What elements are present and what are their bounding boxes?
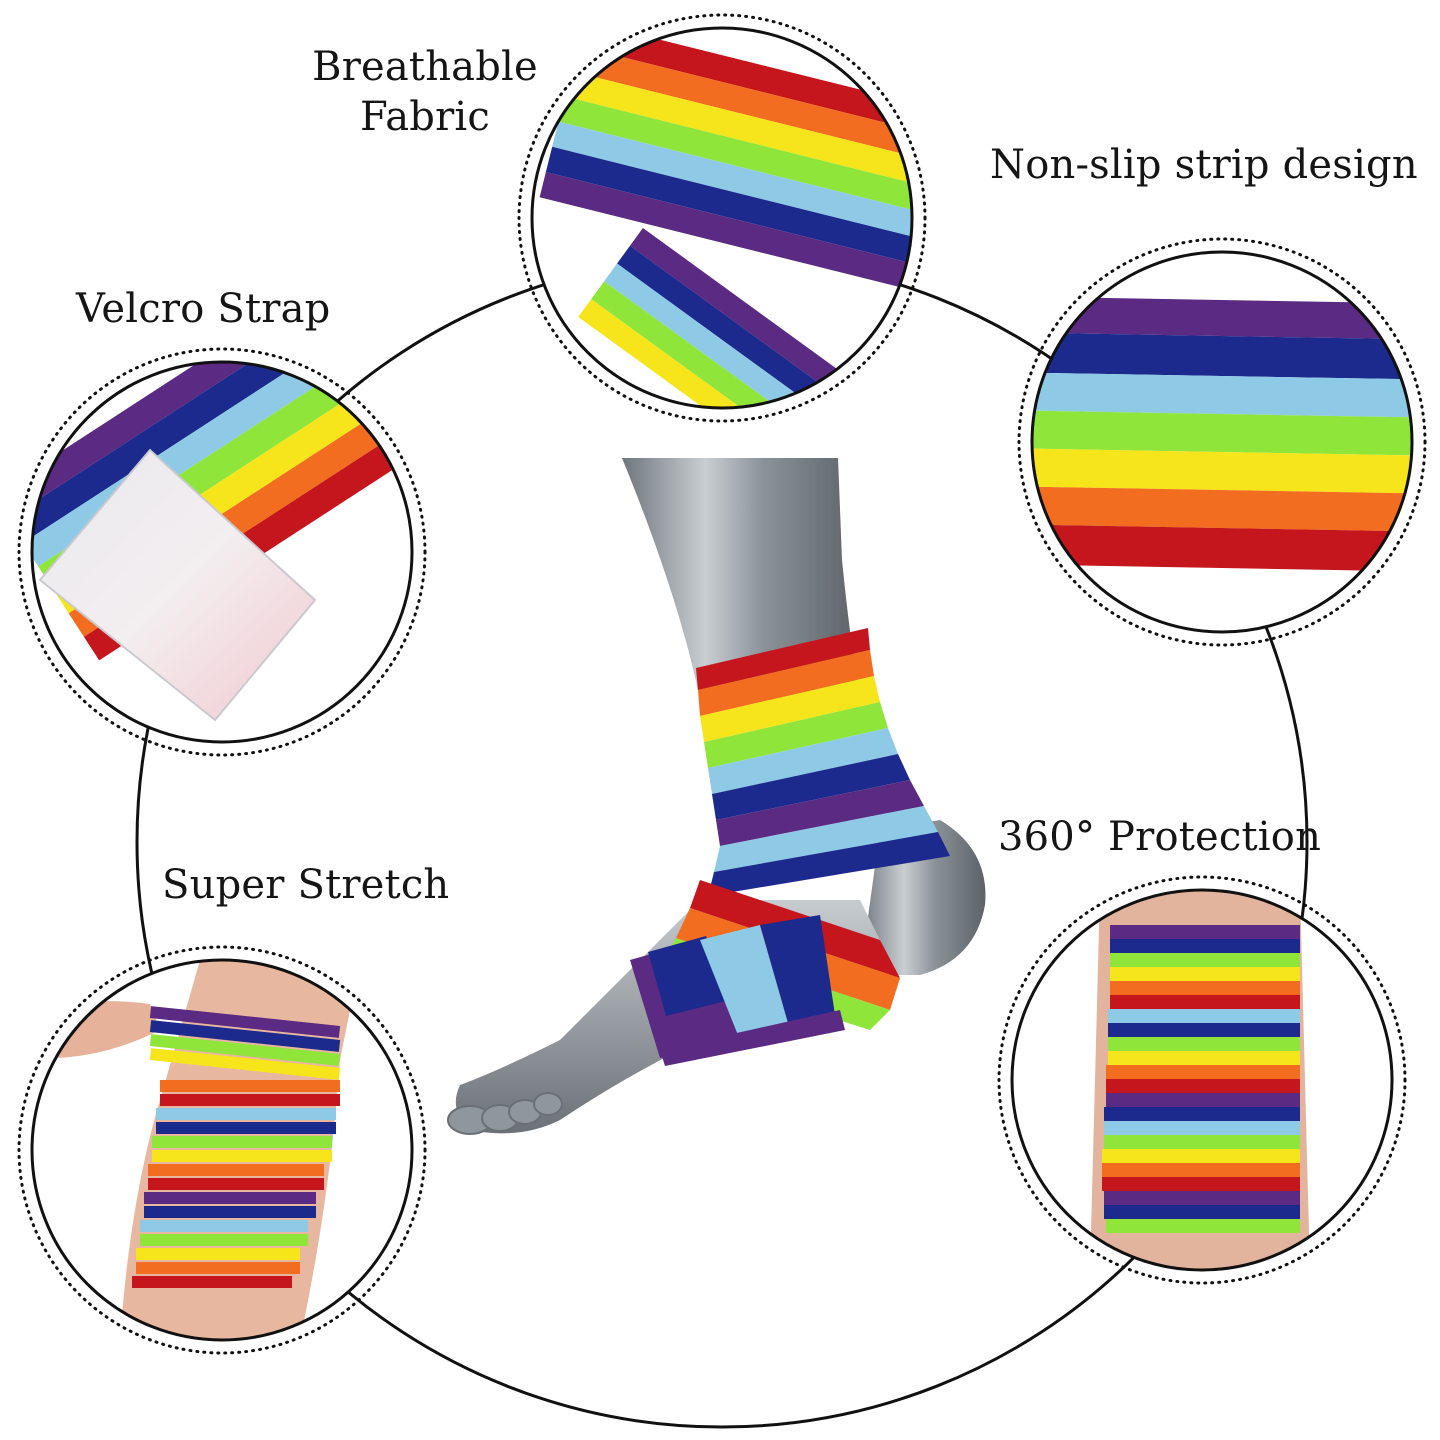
detail-frame-breathable <box>530 26 914 410</box>
dotted-ring-non-slip <box>1017 237 1427 647</box>
detail-non-slip <box>1017 237 1427 647</box>
mannequin-toes <box>447 1092 563 1135</box>
label-breathable-fabric: Breathable Fabric <box>300 42 550 142</box>
detail-velcro-strap <box>17 347 427 757</box>
detail-frame-non-slip <box>1030 250 1414 634</box>
dotted-ring-breathable <box>517 13 927 423</box>
ankle-wrap-lower <box>630 915 845 1066</box>
label-super-stretch: Super Stretch <box>162 862 450 908</box>
detail-frame-velcro <box>30 360 414 744</box>
dotted-ring-protection <box>997 875 1407 1285</box>
leg-wrap-stripes <box>1102 925 1300 1233</box>
detail-frame-protection <box>1010 888 1394 1272</box>
mannequin-leg <box>622 458 860 700</box>
detail-360-protection <box>997 875 1407 1285</box>
velcro-patch <box>38 448 317 722</box>
ankle-wrap-upper <box>696 628 950 896</box>
label-breathable-line1: Breathable <box>312 44 538 90</box>
label-non-slip: Non-slip strip design <box>990 142 1418 188</box>
detail-frame-stretch <box>30 958 414 1342</box>
label-breathable-line2: Fabric <box>359 94 490 140</box>
detail-super-stretch <box>17 945 427 1355</box>
label-360-protection: 360° Protection <box>998 814 1322 860</box>
calf-wrap-stripes <box>132 1006 341 1288</box>
detail-breathable-fabric <box>517 13 927 423</box>
dotted-ring-velcro <box>17 347 427 757</box>
main-product-image <box>447 458 986 1135</box>
label-velcro-strap: Velcro Strap <box>76 286 331 332</box>
dotted-ring-stretch <box>17 945 427 1355</box>
